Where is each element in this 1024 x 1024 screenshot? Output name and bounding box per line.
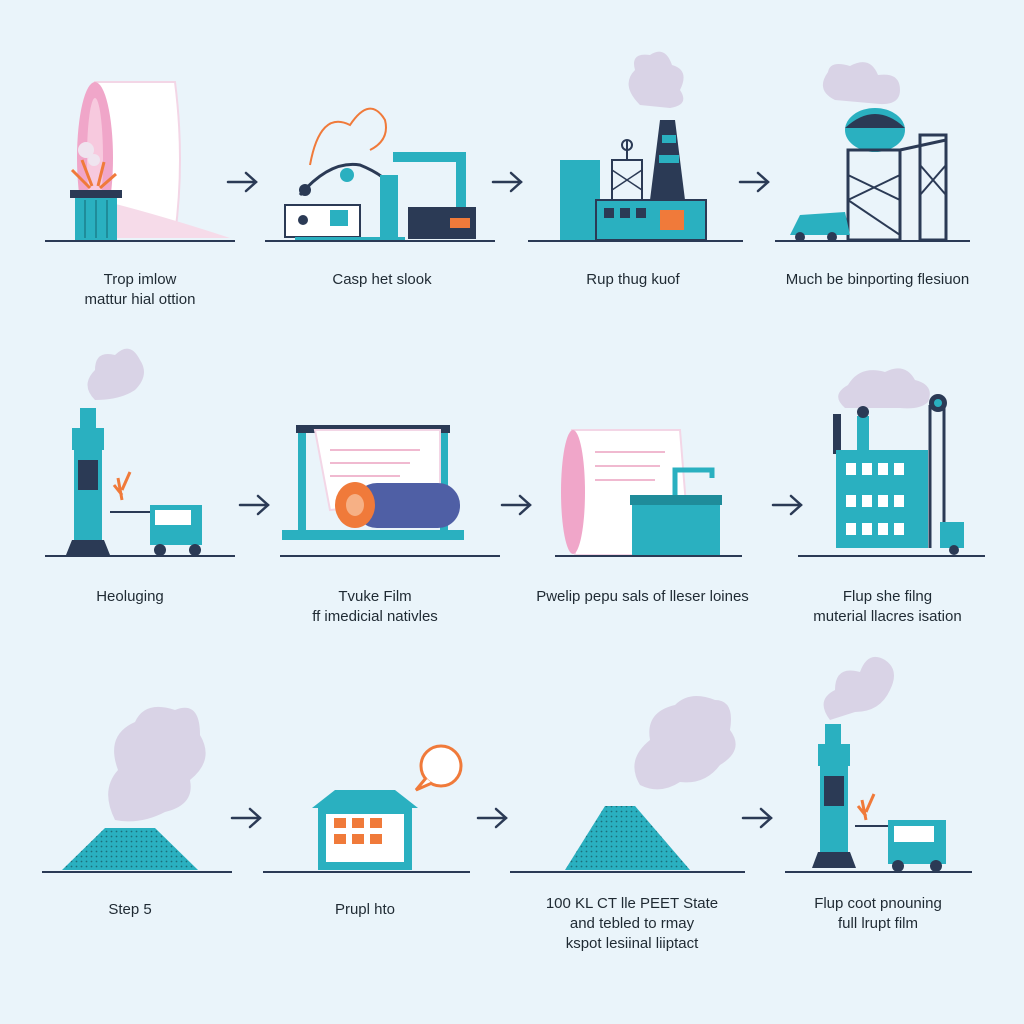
step-label: Flup coot pnouning full lrupt film (814, 895, 942, 932)
arrow-icon (491, 171, 523, 193)
step-label: Flup she filng muterial llacres isation (813, 588, 962, 625)
step-label: Prupl hto (334, 901, 396, 918)
arrow-icon (230, 807, 262, 829)
arrow-icon (741, 807, 773, 829)
step-label: Casp het slook (332, 271, 432, 288)
step-label: Trop imlow mattur hial ottion (84, 271, 196, 308)
step-label: Pwelip pepu sals of lleser loines (536, 588, 749, 605)
arrow-icon (476, 807, 508, 829)
printing-machine-illustration (284, 107, 476, 241)
factory-building-illustration (833, 368, 964, 555)
extruder-column-illustration (812, 656, 946, 872)
step-label: Tvuke Film ff imedicial nativles (312, 588, 438, 625)
pellet-pile-illustration (565, 696, 736, 870)
arrow-icon (500, 494, 532, 516)
step-label: Step 5 (108, 901, 152, 918)
film-roller-illustration (282, 425, 464, 540)
tank-tower-illustration (790, 62, 948, 242)
warehouse-illustration (312, 744, 463, 870)
arrow-icon (226, 171, 258, 193)
step-label: 100 KL CT lle PEET State and tebled to r… (545, 895, 719, 952)
arrow-icon (738, 171, 770, 193)
step-label: Much be binporting flesiuon (785, 271, 970, 288)
paper-roll-illustration (70, 81, 230, 240)
film-box-illustration (561, 429, 722, 556)
extruder-column-illustration (66, 348, 202, 556)
factory-chimney-illustration (560, 51, 707, 241)
arrow-icon (238, 494, 270, 516)
step-label: Heoluging (96, 588, 164, 605)
pellet-pile-illustration (62, 706, 206, 870)
arrow-icon (771, 494, 803, 516)
step-label: Rup thug kuof (586, 271, 680, 288)
